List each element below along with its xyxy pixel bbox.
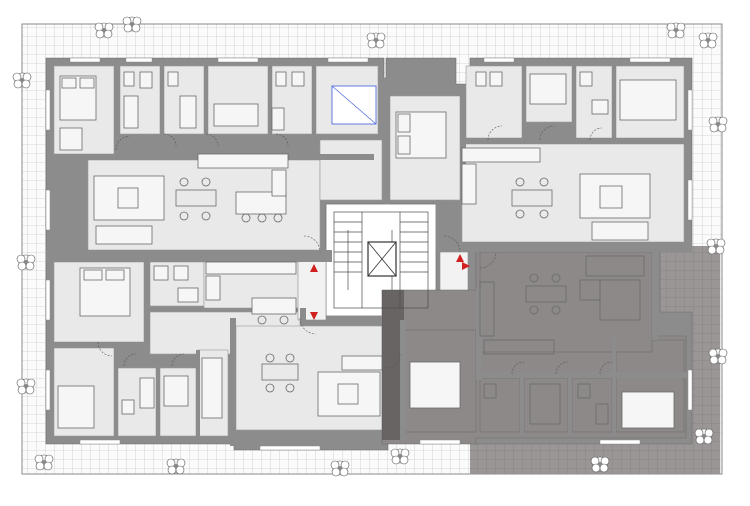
staircase	[333, 211, 429, 309]
living-furniture	[93, 147, 651, 417]
bed	[57, 75, 677, 429]
elevator-icon	[367, 241, 397, 277]
highlighted-room	[479, 377, 521, 433]
stair-arrow-icon	[310, 254, 470, 320]
room	[319, 139, 383, 201]
window-icon	[45, 57, 693, 451]
highlighted-corridor	[382, 290, 404, 440]
doors	[97, 125, 613, 375]
bathroom-fixtures	[121, 71, 609, 425]
highlighted-furniture	[479, 255, 645, 355]
highlighted-room	[523, 377, 569, 433]
landing	[439, 251, 469, 293]
